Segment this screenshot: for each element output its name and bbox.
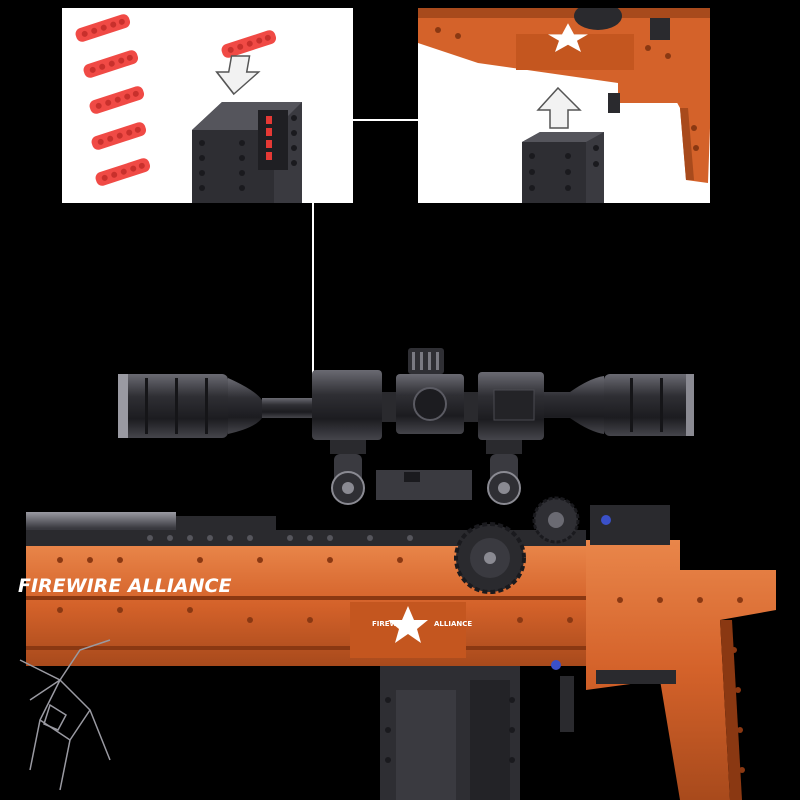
- detail-panel-left: [62, 8, 353, 203]
- emblem-text-right: ALLIANCE: [434, 620, 472, 628]
- arrow-down-icon: [215, 55, 261, 96]
- red-brick-single: [221, 30, 277, 58]
- detail-panel-right: [418, 8, 710, 203]
- stud-holes: [57, 557, 745, 773]
- magazine-body: [192, 102, 302, 203]
- gear-icon: [454, 496, 580, 594]
- scope: [118, 348, 694, 440]
- arrow-up-icon: [536, 86, 582, 129]
- connector-line-vertical: [312, 203, 314, 393]
- cracked-glass-decoration: [19, 639, 111, 791]
- magazine-part: [522, 132, 604, 203]
- emblem-text-left: FIREWIRE: [372, 620, 410, 628]
- magazine-insertion-illustration: [418, 8, 710, 203]
- magazine-loading-illustration: [75, 14, 302, 203]
- connector-line-horizontal: [353, 119, 418, 121]
- red-brick-stack: [75, 14, 151, 186]
- scope-mounts: [330, 440, 522, 505]
- magazine-bottom: [380, 666, 676, 800]
- side-decal-text: FIREWIRE ALLIANCE: [18, 575, 231, 597]
- star-emblem-icon: [388, 606, 428, 643]
- top-stud-row: [147, 535, 413, 541]
